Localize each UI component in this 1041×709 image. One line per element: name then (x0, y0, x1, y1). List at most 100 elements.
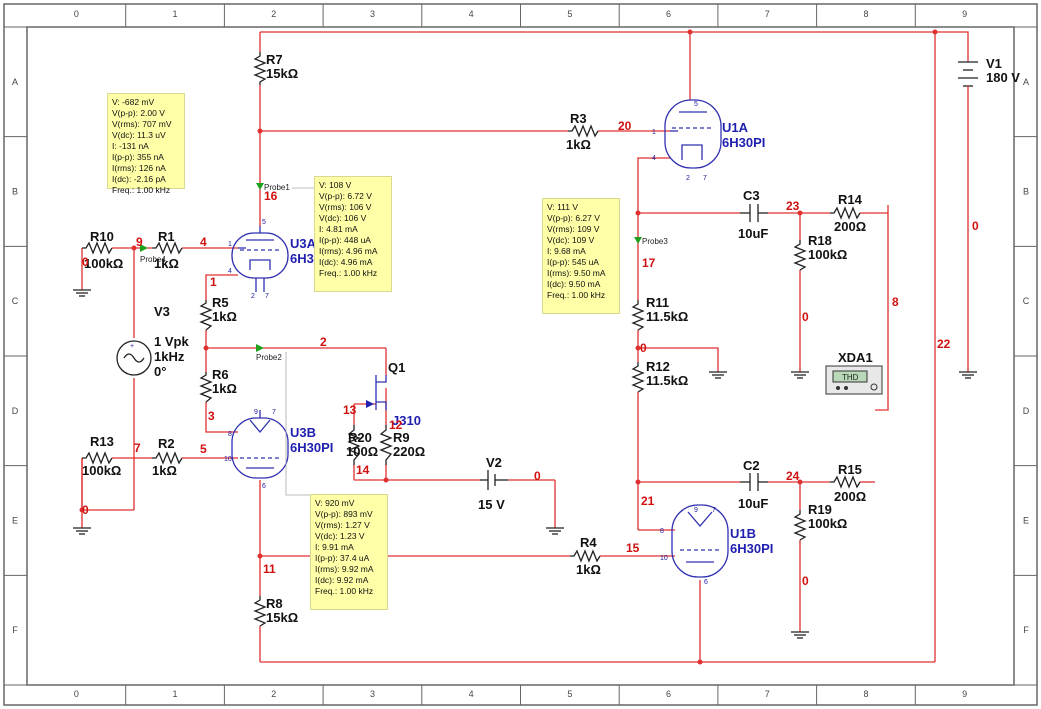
grid-col-8-bottom: 8 (863, 689, 868, 699)
probe1-readout-line: V(dc): 106 V (319, 213, 367, 223)
node-17: 17 (642, 256, 656, 270)
probe3-readout-line: V: 111 V (547, 202, 579, 212)
v2-value: 15 V (478, 497, 505, 512)
grid-row-D-left: D (12, 406, 19, 416)
resistor-r18[interactable] (793, 240, 807, 271)
grid-col-6-top: 6 (666, 9, 671, 19)
q1-part: J310 (392, 413, 421, 428)
probe3-readout-line: V(p-p): 6.27 V (547, 213, 600, 223)
probe2-readout-line: V(rms): 1.27 V (315, 520, 370, 530)
svg-text:+: + (130, 343, 134, 350)
r4-value: 1kΩ (576, 562, 601, 577)
svg-text:4: 4 (652, 155, 656, 162)
r19-name: R19 (808, 502, 832, 517)
probe3-readout-line: V(rms): 109 V (547, 224, 600, 234)
resistor-r1[interactable] (152, 241, 183, 255)
resistor-r7[interactable] (253, 52, 267, 85)
grid-col-9-bottom: 9 (962, 689, 967, 699)
node-0-r18: 0 (802, 310, 809, 324)
grid-row-B-left: B (12, 187, 18, 197)
grid-col-4-bottom: 4 (469, 689, 474, 699)
resistor-r20[interactable] (347, 425, 361, 465)
r8-value: 15kΩ (266, 610, 298, 625)
node-22: 22 (937, 337, 951, 351)
probe2-readout-line: V(dc): 1.23 V (315, 531, 365, 541)
resistor-r12[interactable] (631, 362, 645, 393)
grid-col-6-bottom: 6 (666, 689, 671, 699)
svg-text:1: 1 (652, 129, 656, 136)
r10-value: 100kΩ (84, 256, 123, 271)
capacitor-c2[interactable] (740, 473, 768, 491)
probe4-label: Probe4 (140, 255, 166, 264)
resistor-r2[interactable] (152, 451, 183, 465)
r2-name: R2 (158, 436, 175, 451)
svg-text:7: 7 (703, 175, 707, 182)
resistor-r6[interactable] (199, 372, 213, 403)
probe2-readout-line: Freq.: 1.00 kHz (315, 586, 374, 596)
svg-text:2: 2 (686, 175, 690, 182)
probe4-readout-line: I: -131 nA (112, 141, 149, 151)
jfet-q1[interactable] (366, 375, 387, 410)
r5-name: R5 (212, 295, 229, 310)
grid-row-E-right: E (1023, 516, 1029, 526)
dc-source-v2[interactable] (480, 470, 508, 490)
svg-text:8: 8 (660, 528, 664, 535)
resistor-r19[interactable] (793, 510, 807, 541)
r12-name: R12 (646, 359, 670, 374)
resistor-r14[interactable] (830, 206, 861, 220)
resistor-r9[interactable] (379, 425, 393, 465)
r13-value: 100kΩ (82, 463, 121, 478)
r2-value: 1kΩ (152, 463, 177, 478)
dc-source-v1[interactable] (958, 61, 978, 92)
resistor-r8[interactable] (253, 596, 267, 627)
r14-value: 200Ω (834, 219, 866, 234)
xda1-screen-label: THD (842, 373, 859, 382)
probe2-readout-line: I(rms): 9.92 mA (315, 564, 374, 574)
probe1-label: Probe1 (264, 183, 290, 192)
resistor-r13[interactable] (82, 451, 113, 465)
c2-value: 10uF (738, 496, 768, 511)
probe4-readout-line: I(rms): 126 nA (112, 163, 166, 173)
probe4-readout-line: I(p-p): 355 nA (112, 152, 164, 162)
grid-col-7-bottom: 7 (765, 689, 770, 699)
capacitor-c3[interactable] (740, 204, 768, 222)
svg-text:8: 8 (228, 431, 232, 438)
probe-markers (140, 183, 642, 352)
resistor-r4[interactable] (570, 549, 601, 563)
grid-col-9-top: 9 (962, 9, 967, 19)
probe1-readout-line: I: 4.81 mA (319, 224, 358, 234)
tube-u1a[interactable]: 5 1 4 2 7 (652, 99, 722, 182)
probe1-readout-line: V(rms): 106 V (319, 202, 372, 212)
ac-source-v3[interactable]: + (116, 340, 152, 376)
node-13: 13 (343, 403, 357, 417)
svg-text:9: 9 (694, 507, 698, 514)
grid-col-2-top: 2 (271, 9, 276, 19)
resistor-r5[interactable] (199, 300, 213, 331)
c2-name: C2 (743, 458, 760, 473)
ground-symbols (73, 289, 977, 639)
r9-name: R9 (393, 430, 410, 445)
thd-analyzer-xda1[interactable] (825, 365, 883, 395)
v1-value: 180 V (986, 70, 1020, 85)
grid-col-7-top: 7 (765, 9, 770, 19)
wires (79, 29, 969, 665)
svg-text:5: 5 (694, 101, 698, 108)
node-9: 9 (136, 235, 143, 249)
svg-text:9: 9 (254, 409, 258, 416)
probe2-readout-line: I(dc): 9.92 mA (315, 575, 369, 585)
grid-col-0-top: 0 (74, 9, 79, 19)
resistor-r3[interactable] (568, 124, 599, 138)
r8-name: R8 (266, 596, 283, 611)
resistor-r10[interactable] (82, 241, 113, 255)
v3-name: V3 (154, 304, 170, 319)
r6-name: R6 (212, 367, 229, 382)
resistor-r15[interactable] (830, 475, 861, 489)
node-20: 20 (618, 119, 632, 133)
resistor-r11[interactable] (631, 300, 645, 331)
probe2-readout-line: I: 9.91 mA (315, 542, 354, 552)
